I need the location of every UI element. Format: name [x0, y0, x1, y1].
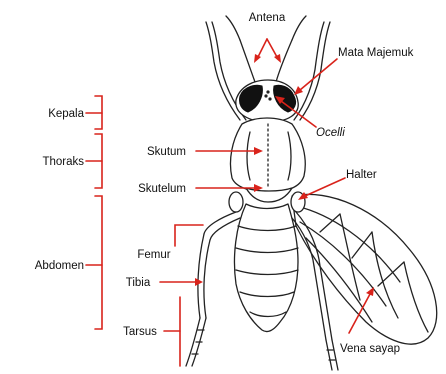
wing [292, 194, 437, 344]
thorax [230, 118, 305, 192]
label-antena: Antena [249, 12, 286, 24]
label-thoraks: Thoraks [42, 156, 84, 168]
tibia-arrow [160, 278, 203, 286]
abdomen-bracket [86, 196, 102, 329]
label-halter: Halter [346, 169, 377, 181]
label-skutum: Skutum [147, 146, 186, 158]
label-mata-majemuk: Mata Majemuk [338, 47, 414, 59]
label-tarsus: Tarsus [123, 326, 157, 338]
antennae [226, 16, 306, 82]
tarsus-bracket [164, 297, 180, 366]
label-tibia: Tibia [126, 277, 151, 289]
label-kepala: Kepala [48, 108, 84, 120]
thoraks-bracket [86, 134, 102, 188]
abdomen [234, 204, 298, 332]
head [236, 80, 298, 122]
label-femur: Femur [137, 249, 170, 261]
label-vena-sayap: Vena sayap [340, 343, 400, 355]
label-skutelum: Skutelum [138, 183, 186, 195]
antena-arrows [254, 39, 281, 63]
label-abdomen: Abdomen [35, 260, 84, 272]
femur-bracket [175, 225, 203, 246]
kepala-bracket [86, 96, 102, 129]
label-ocelli: Ocelli [316, 127, 345, 139]
